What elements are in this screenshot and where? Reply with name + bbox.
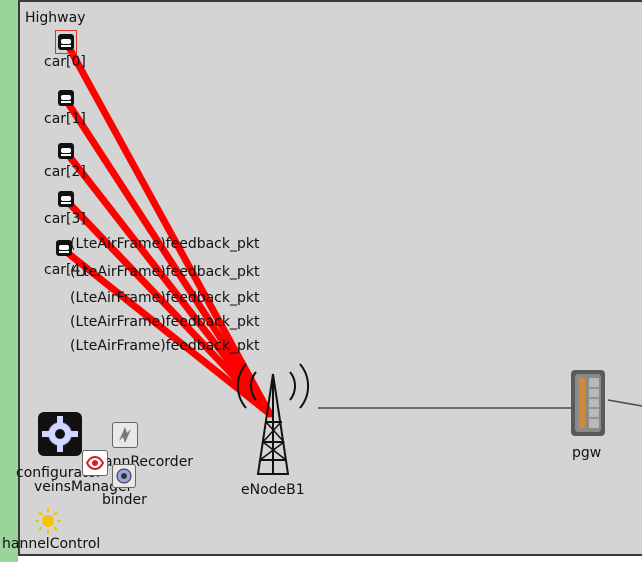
red-link-car4[interactable] xyxy=(60,246,274,418)
car-icon[interactable] xyxy=(58,143,74,159)
wired-link-pgw-out[interactable] xyxy=(607,399,642,407)
configurator-label: configurator xyxy=(16,465,102,481)
veins-manager-label: veinsManager xyxy=(34,479,133,495)
selection-highlight xyxy=(55,30,77,54)
car-icon[interactable] xyxy=(58,191,74,207)
highway-label: Highway xyxy=(25,10,86,26)
enodeb-label: eNodeB1 xyxy=(241,482,305,498)
packet-label: (LteAirFrame)feedback_pkt xyxy=(70,264,260,280)
red-link-car2[interactable] xyxy=(62,148,274,418)
veins-manager-icon[interactable] xyxy=(82,450,108,476)
network-links-layer xyxy=(35,38,642,534)
server-icon[interactable] xyxy=(571,370,605,436)
red-link-car0[interactable] xyxy=(62,38,274,418)
red-link-car1[interactable] xyxy=(62,96,274,418)
channel-control-label: hannelControl xyxy=(2,536,101,552)
red-link-car3[interactable] xyxy=(62,196,274,418)
car-label-0: car[0] xyxy=(44,54,86,70)
packet-label: (LteAirFrame)feedback_pkt xyxy=(70,338,260,354)
antenna-tower-icon[interactable] xyxy=(236,363,310,475)
packet-label: (LteAirFrame)feedback_pkt xyxy=(70,290,260,306)
packet-label: (LteAirFrame)feedback_pkt xyxy=(70,314,260,330)
gear-icon[interactable] xyxy=(38,412,82,456)
car-label-2: car[2] xyxy=(44,164,86,180)
sun-icon[interactable] xyxy=(35,508,61,534)
car-label-1: car[1] xyxy=(44,111,86,127)
car-icon[interactable] xyxy=(58,90,74,106)
binder-label: binder xyxy=(102,492,147,508)
car-icon[interactable] xyxy=(58,34,74,50)
recorder-icon[interactable] xyxy=(112,422,138,448)
car-label-4: car[4] xyxy=(44,262,86,278)
pgw-label: pgw xyxy=(572,445,602,461)
packet-label: (LteAirFrame)feedback_pkt xyxy=(70,236,260,252)
gear-icon[interactable] xyxy=(112,464,136,488)
car-icon[interactable] xyxy=(56,240,72,256)
car-label-3: car[3] xyxy=(44,211,86,227)
canvas-border-strip xyxy=(0,0,18,562)
